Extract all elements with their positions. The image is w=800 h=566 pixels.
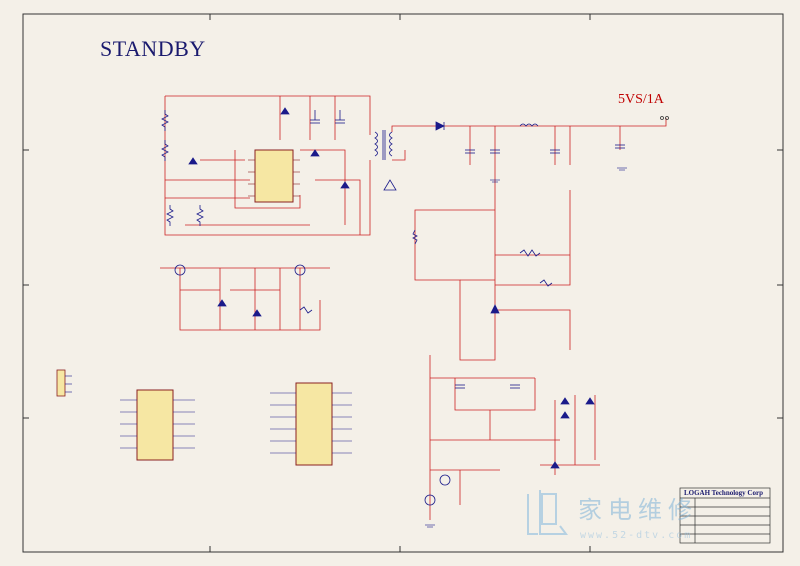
- output-rail-label: 5VS/1A: [618, 92, 664, 107]
- secondary-wiring: [391, 118, 667, 361]
- secondary-components: [412, 121, 625, 314]
- watermark-logo-icon: [527, 490, 568, 535]
- watermark: 家电维修 www.52-dtv.com: [528, 488, 798, 548]
- control-components: [424, 384, 595, 506]
- output-connector: [660, 116, 669, 120]
- logic-ic-1-pins: [120, 399, 195, 449]
- title-block: LOGAH Technology Corp: [680, 488, 770, 543]
- flyback-transformer: [374, 130, 397, 191]
- watermark-url: www.52-dtv.com: [580, 530, 693, 541]
- diagram-title: STANDBY: [100, 36, 206, 61]
- logic-ic-2-pins: [270, 392, 352, 454]
- title-block-frame: [679, 487, 771, 544]
- title-block-company: LOGAH Technology Corp: [684, 489, 763, 497]
- primary-wiring: [164, 95, 371, 236]
- watermark-text: 家电维修: [578, 496, 698, 524]
- logic-ic-1: [136, 389, 174, 461]
- primary-components: [161, 107, 350, 226]
- sheet-border: [22, 13, 784, 553]
- zone-ticks: [23, 14, 783, 552]
- logic-ic-2: [295, 382, 333, 466]
- feedback-wiring: [160, 267, 330, 331]
- pwm-controller-ic: [248, 149, 300, 203]
- connector-block: [56, 369, 72, 397]
- ground-symbols: [425, 167, 627, 528]
- control-wiring: [429, 355, 600, 520]
- feedback-components: [174, 264, 313, 317]
